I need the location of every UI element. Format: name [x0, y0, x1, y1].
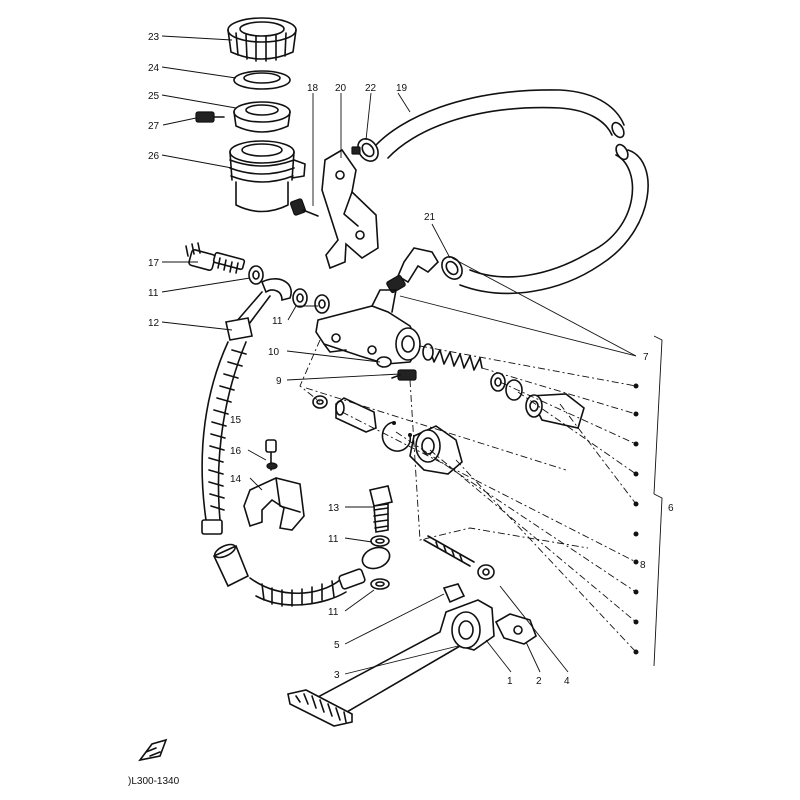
callout-4: 4	[564, 676, 570, 687]
front-arrow-icon	[138, 738, 168, 762]
piston	[525, 393, 585, 429]
washer-lower-1	[370, 535, 390, 547]
callout-27: 27	[148, 121, 160, 132]
callout-11-upper-left: 11	[148, 288, 159, 299]
mount-bolt	[391, 369, 417, 381]
callout-17: 17	[148, 258, 160, 269]
callout-23: 23	[148, 32, 160, 43]
push-rod	[423, 535, 475, 567]
washer-upper-3	[314, 294, 330, 314]
mounting-bracket	[321, 148, 379, 270]
clevis-pin	[442, 583, 466, 604]
reservoir-cap	[227, 17, 297, 62]
guide-bolt	[265, 439, 278, 471]
kit-reference-dots	[633, 383, 639, 655]
washer-upper-2	[292, 288, 308, 308]
callout-7: 7	[643, 352, 649, 363]
callout-10: 10	[268, 347, 280, 358]
push-rod-boot-tip	[335, 397, 377, 433]
callout-18: 18	[307, 83, 319, 94]
diaphragm-plate	[233, 70, 291, 90]
callout-16: 16	[230, 446, 242, 457]
callout-25: 25	[148, 91, 160, 102]
callout-24: 24	[148, 63, 160, 74]
callout-19: 19	[396, 83, 408, 94]
lower-banjo-bolt	[369, 485, 393, 533]
bracket-bolt	[289, 198, 319, 217]
callout-11-lower-2: 11	[328, 607, 339, 618]
master-cylinder-body	[315, 289, 421, 365]
callout-21: 21	[424, 212, 436, 223]
hose-clamp-upper	[351, 138, 379, 162]
dust-boot	[409, 425, 463, 475]
callout-11-upper-right: 11	[272, 316, 283, 327]
brake-hose	[201, 278, 391, 607]
callout-22: 22	[365, 83, 377, 94]
callout-15: 15	[230, 415, 242, 426]
rod-end-clevis	[494, 613, 537, 645]
hose-guide	[243, 477, 305, 531]
washer-upper-1	[248, 265, 264, 285]
callout-14: 14	[230, 474, 242, 485]
callout-8: 8	[640, 560, 646, 571]
callout-1: 1	[507, 676, 513, 687]
leader-lines	[161, 35, 663, 675]
piston-cup	[490, 372, 506, 392]
callout-20: 20	[335, 83, 347, 94]
assembly-dash-lines	[299, 339, 637, 653]
piston-seal	[505, 379, 523, 401]
callout-26: 26	[148, 151, 160, 162]
banjo-bolt	[185, 242, 246, 274]
reservoir-hose	[375, 89, 649, 295]
hose-elbow-fitting	[386, 247, 440, 294]
lock-nut	[477, 564, 495, 580]
brake-pedal	[287, 599, 495, 727]
hose-clamp-lower	[441, 256, 463, 280]
callout-3: 3	[334, 670, 340, 681]
callout-2: 2	[536, 676, 542, 687]
callout-12: 12	[148, 318, 160, 329]
callout-labels: 23 24 25 27 26 18 20 22 19 21 17 11 11 1…	[148, 32, 674, 687]
callout-13: 13	[328, 503, 340, 514]
reservoir-screw	[195, 111, 225, 123]
figure-code: )L300-1340	[128, 776, 180, 787]
callout-11-lower-1: 11	[328, 534, 339, 545]
callout-6: 6	[668, 503, 674, 514]
washer-lower-2	[370, 578, 390, 590]
callout-5: 5	[334, 640, 340, 651]
callout-9: 9	[276, 376, 282, 387]
reservoir-body	[229, 140, 306, 213]
diaphragm	[233, 101, 291, 133]
circlip	[381, 421, 412, 452]
